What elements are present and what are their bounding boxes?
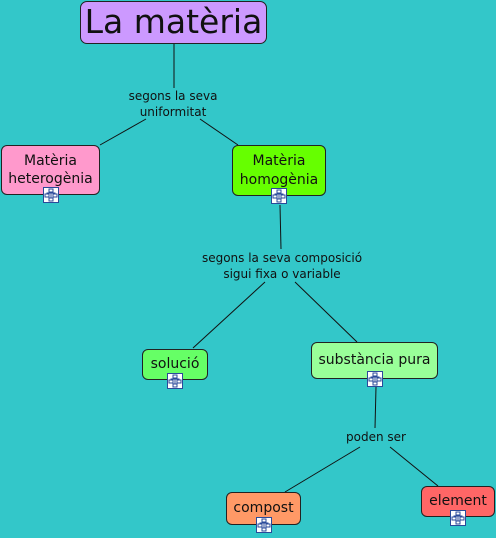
- linking-phrase-composicio: segons la seva composició sigui fixa o v…: [192, 251, 372, 282]
- link-composicio-solucio: [192, 281, 266, 349]
- link-poden-compost: [284, 446, 361, 493]
- link-poden-element: [389, 446, 439, 487]
- concept-la-materia-label: La matèria: [84, 2, 263, 42]
- linking-phrase-poden-ser-text: poden ser: [346, 430, 406, 444]
- linking-phrase-composicio-text: segons la seva composició sigui fixa o v…: [201, 251, 363, 281]
- link-uniformitat-homogenia: [199, 118, 239, 146]
- linking-phrase-uniformitat-text: segons la seva uniformitat: [128, 89, 218, 119]
- concept-map-icon[interactable]: [167, 373, 183, 389]
- link-homogenia-composicio: [279, 204, 282, 250]
- link-composicio-substancia: [294, 281, 358, 343]
- concept-solucio-label: solució: [150, 356, 200, 373]
- concept-element-label: element: [429, 493, 487, 510]
- concept-map-icon[interactable]: [450, 510, 466, 526]
- concept-map-icon[interactable]: [256, 517, 272, 533]
- concept-materia-homogenia-label: Matèria homogènia: [239, 153, 319, 188]
- concept-compost-label: compost: [233, 500, 294, 517]
- concept-map-icon[interactable]: [367, 371, 383, 387]
- link-substancia-poden: [374, 386, 377, 429]
- concept-compost[interactable]: compost: [226, 492, 301, 525]
- concept-substancia-pura-label: substància pura: [318, 352, 431, 369]
- concept-element[interactable]: element: [421, 486, 495, 517]
- concept-map-icon[interactable]: [43, 187, 59, 203]
- concept-materia-heterogenia-label: Matèria heterogènia: [8, 152, 93, 187]
- concept-materia-homogenia[interactable]: Matèria homogènia: [232, 145, 326, 196]
- concept-map-icon[interactable]: [271, 188, 287, 204]
- linking-phrase-poden-ser: poden ser: [336, 430, 416, 446]
- link-uniformitat-heterogenia: [99, 118, 147, 146]
- concept-la-materia[interactable]: La matèria: [80, 1, 267, 44]
- linking-phrase-uniformitat: segons la seva uniformitat: [108, 89, 238, 120]
